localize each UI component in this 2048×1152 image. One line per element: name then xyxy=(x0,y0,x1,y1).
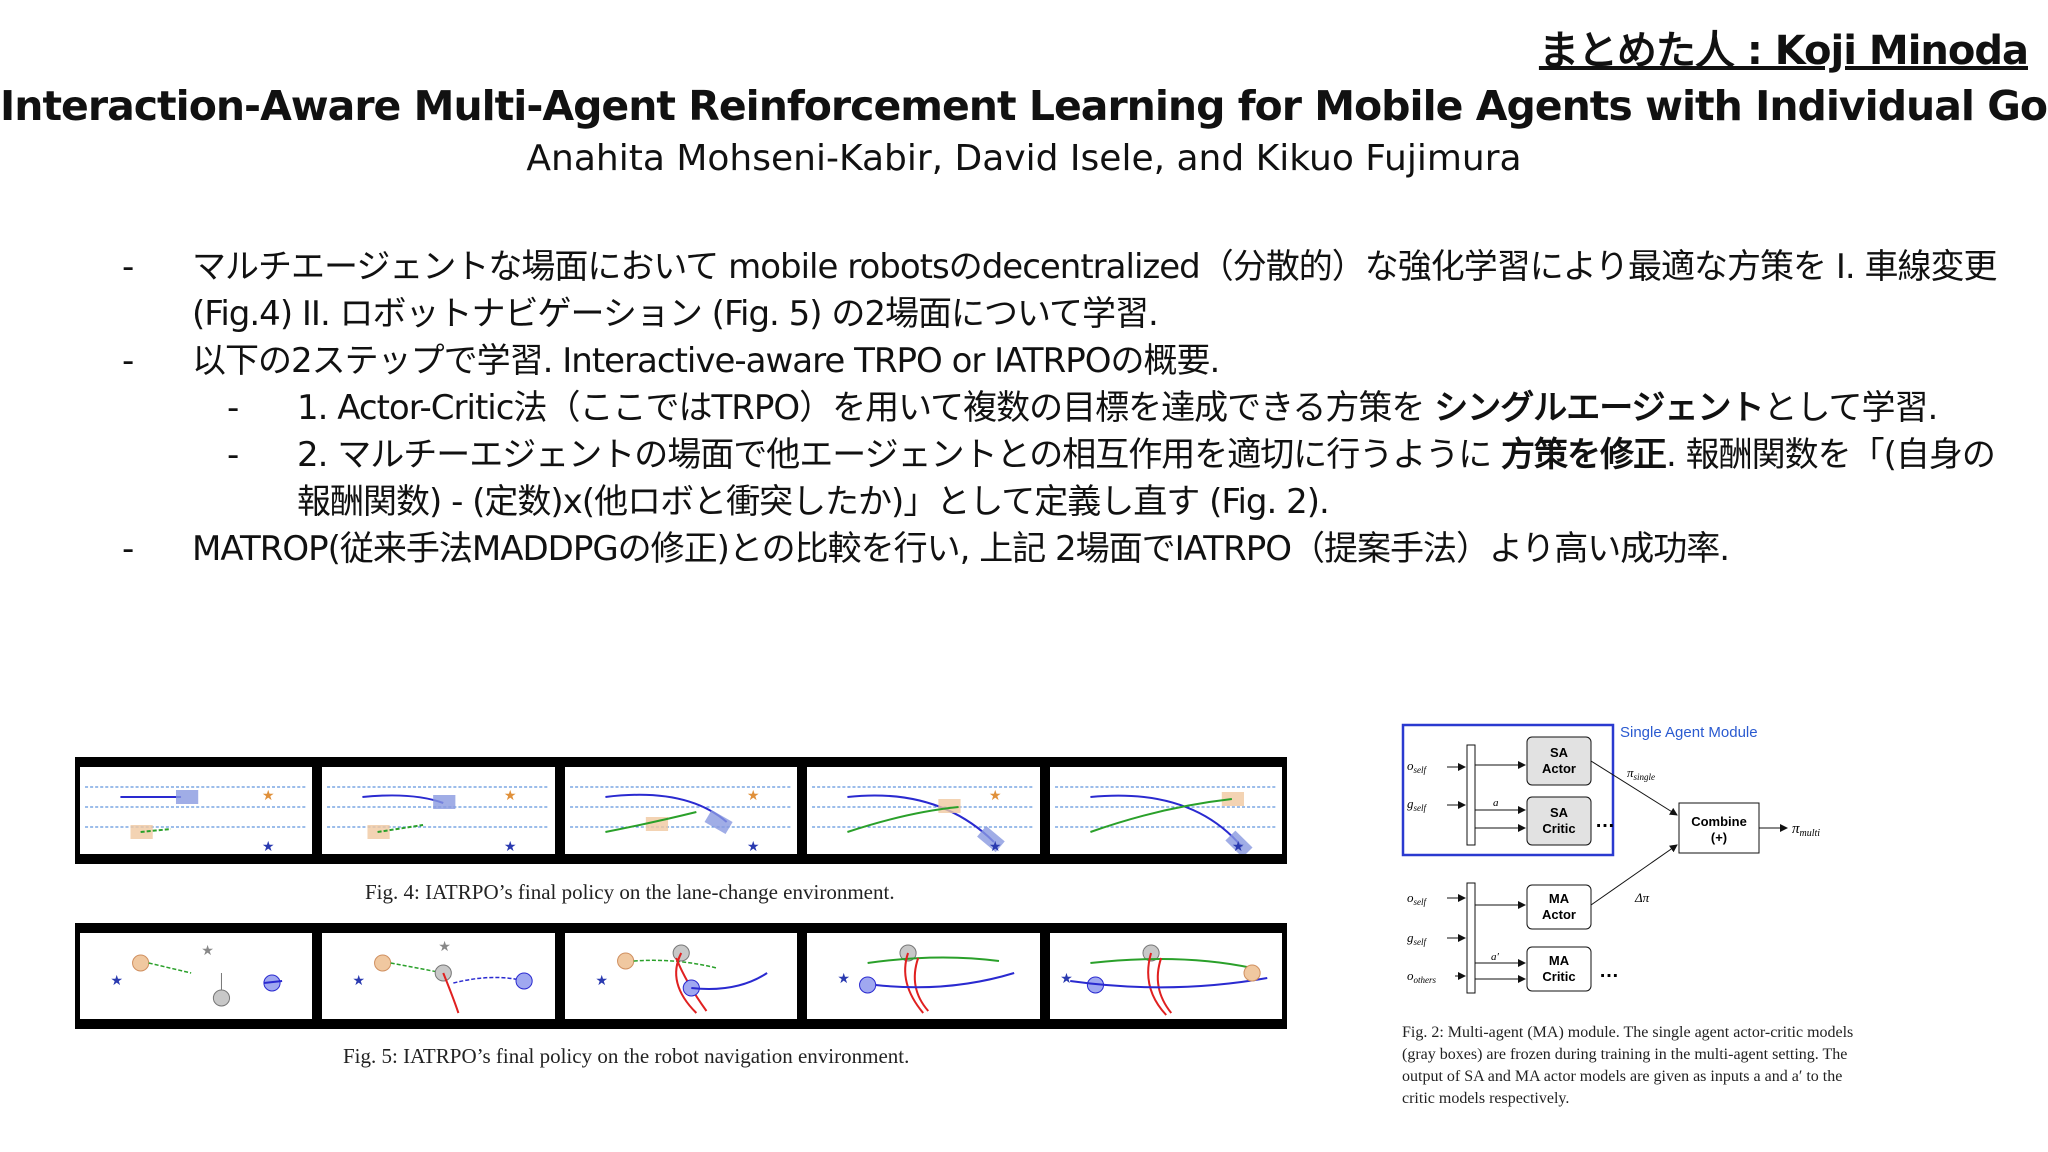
svg-text:a′: a′ xyxy=(1491,951,1500,963)
svg-text:oself: oself xyxy=(1407,890,1427,907)
bullet-dash: - xyxy=(227,435,239,475)
sa-module-title: Single Agent Module xyxy=(1620,724,1758,741)
fig4-panel: ★ ★ xyxy=(322,767,555,854)
svg-text:gself: gself xyxy=(1407,796,1427,813)
svg-text:★: ★ xyxy=(504,839,517,854)
bullet-dash: - xyxy=(122,341,134,381)
combine-box xyxy=(1678,802,1760,854)
svg-text:a: a xyxy=(1493,797,1499,809)
sub-bullet-2: - 2. マルチーエジェントの場面で他エージェントとの相互作用を適切に行うように… xyxy=(227,432,2002,526)
svg-text:Critic: Critic xyxy=(1542,969,1575,984)
svg-text:★: ★ xyxy=(110,973,123,989)
svg-text:πsingle: πsingle xyxy=(1627,765,1655,782)
ma-critic-box xyxy=(1526,946,1592,992)
svg-text:★: ★ xyxy=(353,973,366,989)
fig4-caption: Fig. 4: IATRPO’s final policy on the lan… xyxy=(365,880,895,904)
svg-text:★: ★ xyxy=(262,788,275,804)
bullet-dash: - xyxy=(122,529,134,569)
fig5-panel: ★ ★ xyxy=(80,933,313,1019)
svg-text:★: ★ xyxy=(989,839,1002,854)
svg-text:★: ★ xyxy=(747,788,760,804)
svg-text:(+): (+) xyxy=(1711,830,1727,845)
fig2-caption: Fig. 2: Multi-agent (MA) module. The sin… xyxy=(1402,1024,1854,1107)
bullet-text: 以下の2ステップで学習. Interactive-aware TRPO or I… xyxy=(192,341,1220,381)
bullet-text-cont: . 報酬関数を「(自身の報酬関数) - (定数)x(他ロボと衝突したか)」として… xyxy=(297,435,1996,522)
sa-critic-box xyxy=(1526,796,1592,846)
fig4-image-strip: ★ ★ ★ ★ ★ ★ xyxy=(75,757,1287,864)
svg-text:Actor: Actor xyxy=(1542,761,1576,776)
bullet-text: マルチエージェントな場面において mobile robotsのdecentral… xyxy=(192,247,1998,334)
svg-text:★: ★ xyxy=(262,839,275,854)
svg-text:★: ★ xyxy=(595,973,608,989)
svg-text:oself: oself xyxy=(1407,758,1427,775)
svg-text:★: ★ xyxy=(838,971,851,987)
svg-text:…: … xyxy=(1599,960,1619,982)
fig5-panel: ★ xyxy=(564,933,798,1019)
sa-module-frame xyxy=(1401,723,1615,857)
fig2-diagram: Single Agent Module oself gself a SA Act… xyxy=(1395,715,1875,1015)
svg-text:Δπ: Δπ xyxy=(1634,890,1650,905)
svg-text:πmulti: πmulti xyxy=(1792,821,1820,839)
fig5-panel: ★ ★ xyxy=(322,933,555,1019)
bullet-text-cont: として学習. xyxy=(1763,388,1939,428)
svg-text:MA: MA xyxy=(1549,891,1570,906)
svg-text:…: … xyxy=(1595,810,1615,832)
summary-bullets: - マルチエージェントな場面において mobile robotsのdecentr… xyxy=(122,244,2002,573)
sub-bullet-1: - 1. Actor-Critic法（ここではTRPO）を用いて複数の目標を達成… xyxy=(227,385,2002,432)
svg-text:gself: gself xyxy=(1407,930,1427,947)
bullet-emphasis: シングルエージェント xyxy=(1434,388,1764,428)
bullet-1: - マルチエージェントな場面において mobile robotsのdecentr… xyxy=(122,244,2002,338)
svg-text:★: ★ xyxy=(747,839,760,854)
svg-text:★: ★ xyxy=(989,788,1002,804)
svg-text:oothers: oothers xyxy=(1407,968,1436,985)
svg-text:Actor: Actor xyxy=(1542,907,1576,922)
bullet-text: 2. マルチーエジェントの場面で他エージェントとの相互作用を適切に行うように xyxy=(297,435,1502,475)
fig4-panel: ★ ★ xyxy=(80,767,313,854)
svg-text:★: ★ xyxy=(1232,839,1245,854)
svg-text:MA: MA xyxy=(1549,953,1570,968)
svg-text:★: ★ xyxy=(201,943,214,959)
bullet-text: MATROP(従来手法MADDPGの修正)との比較を行い, 上記 2場面でIAT… xyxy=(192,529,1730,569)
paper-authors: Anahita Mohseni-Kabir, David Isele, and … xyxy=(526,138,1522,179)
fig4-panel: ★ ★ xyxy=(564,767,798,854)
paper-title: Interaction-Aware Multi-Agent Reinforcem… xyxy=(0,82,2048,130)
svg-text:★: ★ xyxy=(504,788,517,804)
fig5-caption: Fig. 5: IATRPO’s final policy on the rob… xyxy=(343,1044,910,1068)
bullet-2: - 以下の2ステップで学習. Interactive-aware TRPO or… xyxy=(122,338,2002,385)
fig5-panel: ★ xyxy=(807,933,1040,1019)
fig5-panel: ★ xyxy=(1049,933,1283,1019)
ma-actor-box xyxy=(1526,884,1592,930)
bullet-dash: - xyxy=(227,388,239,428)
svg-text:★: ★ xyxy=(439,939,452,955)
svg-text:Critic: Critic xyxy=(1542,821,1575,836)
bullet-emphasis: 方策を修正 xyxy=(1501,435,1667,475)
bullet-dash: - xyxy=(122,247,134,287)
svg-text:★: ★ xyxy=(1060,971,1073,987)
fig4-panel: ★ ★ xyxy=(807,767,1040,854)
fig5-image-strip: ★ ★ ★ ★ ★ xyxy=(75,923,1287,1029)
bullet-text: 1. Actor-Critic法（ここではTRPO）を用いて複数の目標を達成でき… xyxy=(297,388,1435,428)
fig4-panel: ★ xyxy=(1049,767,1283,854)
svg-text:SA: SA xyxy=(1550,745,1569,760)
summary-author: まとめた人 : Koji Minoda xyxy=(1538,28,2029,74)
svg-text:Combine: Combine xyxy=(1691,814,1747,829)
svg-text:SA: SA xyxy=(1550,805,1569,820)
bullet-3: - MATROP(従来手法MADDPGの修正)との比較を行い, 上記 2場面でI… xyxy=(122,526,2002,573)
